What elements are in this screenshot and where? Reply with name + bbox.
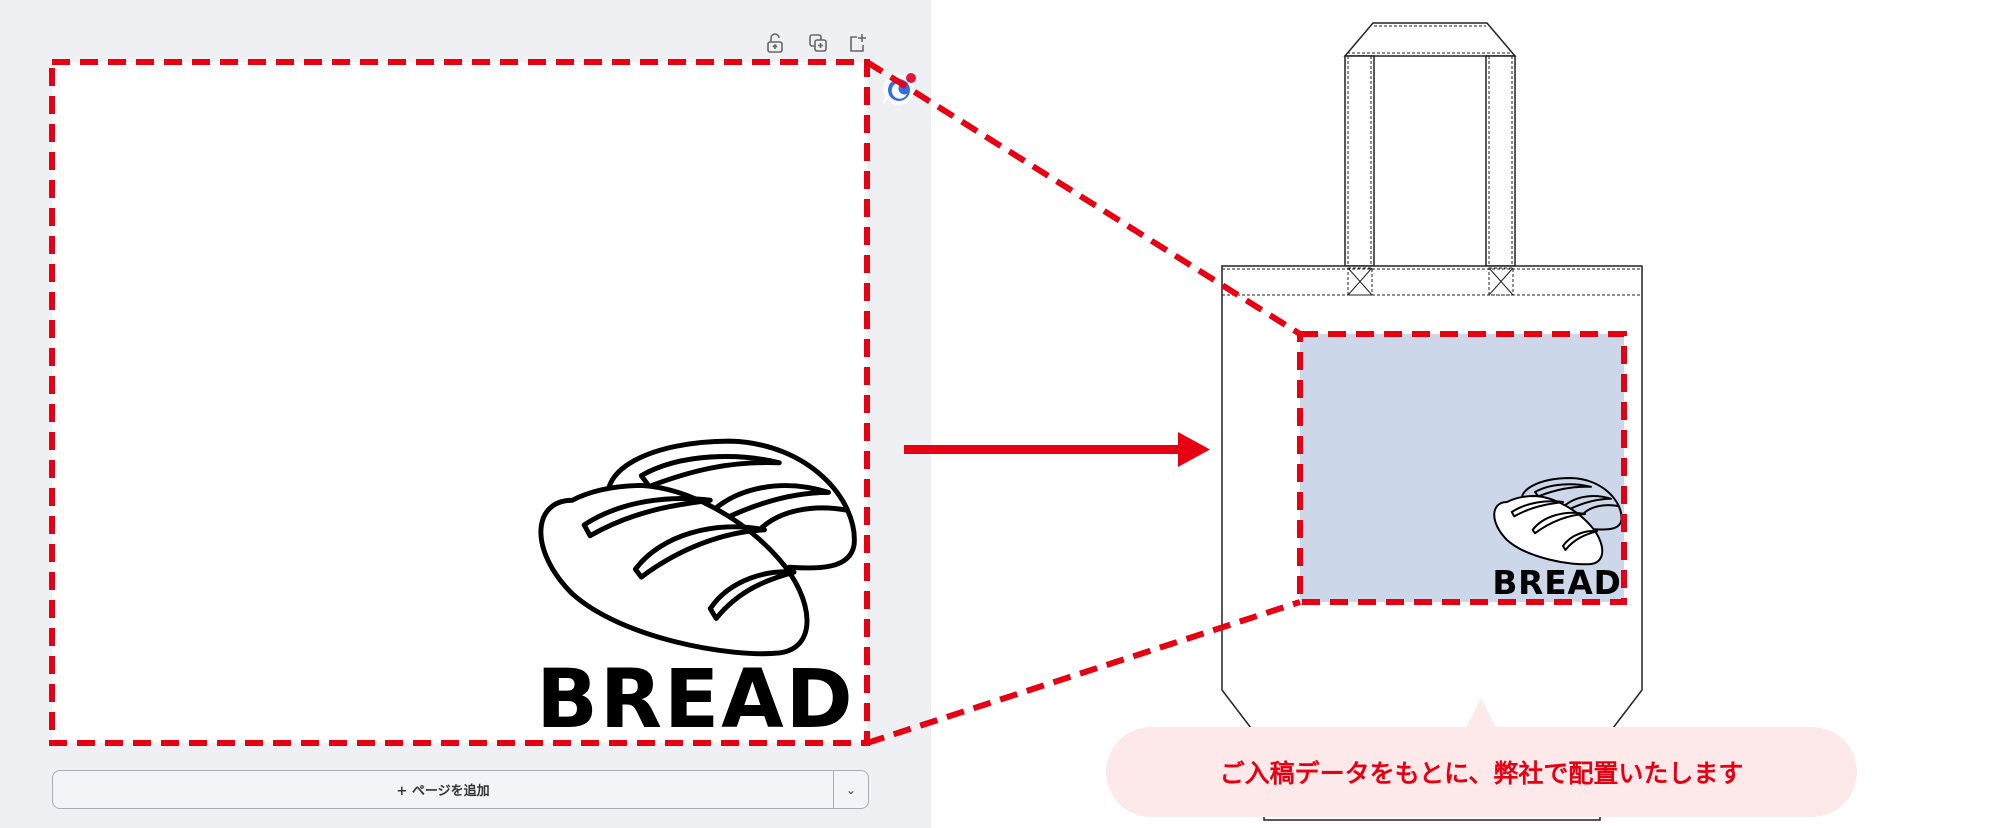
duplicate-page-icon[interactable]: [807, 32, 829, 54]
chevron-down-icon[interactable]: ⌄: [833, 771, 868, 808]
add-page-icon[interactable]: [846, 32, 868, 54]
add-page-control: + ページを追加 ⌄: [52, 770, 869, 809]
callout-bubble: ご入稿データをもとに、弊社で配置いたします: [1106, 727, 1857, 817]
callout-pointer: [1466, 698, 1496, 728]
preview-design-word: BREAD: [1492, 564, 1621, 602]
callout-text: ご入稿データをもとに、弊社で配置いたします: [1219, 759, 1744, 788]
unlock-icon[interactable]: [764, 32, 786, 54]
add-page-button[interactable]: + ページを追加: [396, 784, 490, 799]
